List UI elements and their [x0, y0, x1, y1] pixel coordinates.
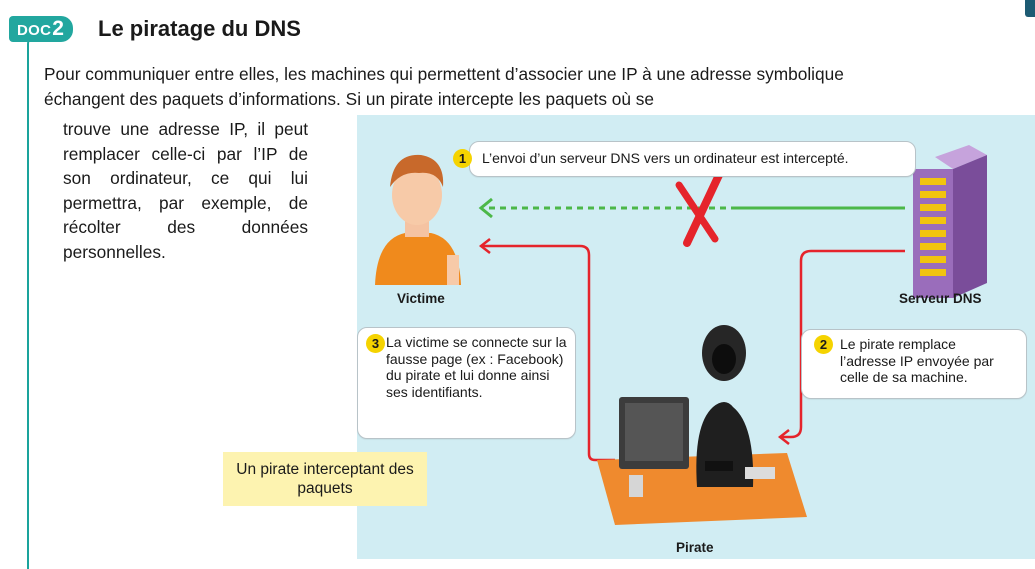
step-2-bubble: 2 Le pirate remplace l’adresse IP envoyé… [801, 329, 1027, 399]
step-3-number: 3 [366, 334, 385, 353]
pirate-at-computer-icon [597, 325, 807, 525]
figure-caption: Un pirate interceptant des paquets [223, 452, 427, 506]
red-arrowhead-pirate [777, 429, 790, 445]
step-1-text: L’envoi d’un serveur DNS vers un ordinat… [482, 150, 849, 166]
doc-badge: DOC 2 [9, 16, 73, 42]
dns-hijack-diagram: Victime Serveur DNS Pirate 1 L’envoi d’u… [357, 115, 1035, 559]
document-title: Le piratage du DNS [98, 16, 301, 41]
intercept-cross-icon [675, 171, 723, 247]
victim-label: Victime [397, 291, 445, 306]
step-1-bubble: 1 L’envoi d’un serveur DNS vers un ordin… [453, 141, 916, 177]
red-link-pirate-victim [483, 244, 615, 462]
doc-badge-word: DOC [17, 22, 52, 39]
body-paragraph-column: trouve une adresse IP, il peut remplacer… [63, 119, 308, 262]
step-3-text: La victime se connecte sur la fausse pag… [386, 334, 567, 400]
green-arrowhead [478, 197, 493, 219]
server-label: Serveur DNS [899, 291, 982, 306]
red-arrowhead-victim [478, 238, 491, 254]
dns-server-icon [913, 145, 987, 298]
step-2-number: 2 [814, 335, 833, 354]
pirate-label: Pirate [676, 540, 714, 555]
diagram-drawing [375, 145, 987, 525]
body-paragraph-top: Pour communiquer entre elles, les machin… [44, 64, 844, 109]
page-corner-mark [1025, 0, 1035, 17]
step-2-text: Le pirate remplace l’adresse IP envoyée … [840, 336, 994, 385]
step-1-number: 1 [453, 149, 472, 168]
document-frame-line [27, 32, 43, 569]
victim-person-icon [375, 154, 461, 285]
step-3-bubble: 3 La victime se connecte sur la fausse p… [357, 327, 576, 439]
doc-badge-number: 2 [52, 17, 64, 40]
